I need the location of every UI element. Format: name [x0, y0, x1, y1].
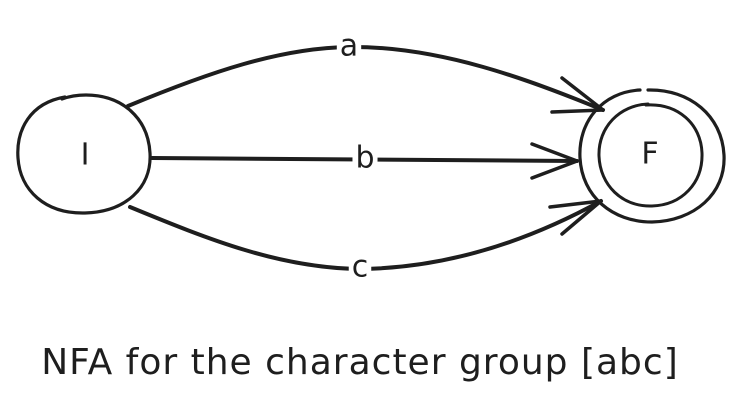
transition-b: b: [150, 141, 579, 180]
transition-c: c: [128, 199, 603, 285]
diagram-caption: NFA for the character group [abc]: [41, 342, 679, 383]
transition-a-edge: [126, 44, 605, 112]
transition-a: a: [126, 29, 605, 114]
state-F-label: F: [641, 137, 658, 172]
state-I: I: [16, 93, 152, 215]
transition-b-label: b: [355, 141, 374, 176]
transition-b-arrowhead: [530, 142, 579, 180]
transition-c-label-bg: [348, 251, 372, 283]
transition-a-label-bg: [336, 30, 362, 62]
transition-a-label: a: [340, 29, 358, 64]
transition-c-label: c: [352, 250, 369, 285]
transition-b-label-bg: [352, 142, 378, 174]
state-F-inner-circle: [597, 102, 704, 208]
state-I-circle: [16, 93, 152, 215]
state-F-outer-circle: [578, 88, 726, 224]
state-I-label: I: [81, 138, 90, 173]
transition-a-arrowhead: [550, 76, 605, 114]
state-F: F: [578, 88, 726, 224]
transition-c-arrowhead: [548, 199, 603, 236]
